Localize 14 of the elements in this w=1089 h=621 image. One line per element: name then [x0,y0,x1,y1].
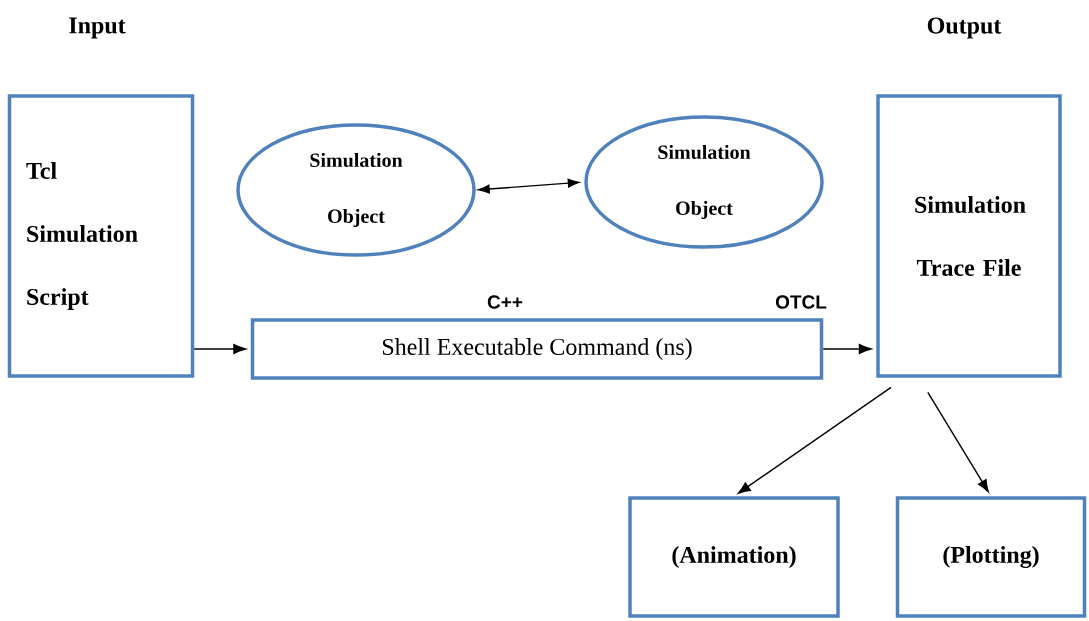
process-box: (Plotting) [895,496,1087,618]
arrow [737,386,892,494]
arrow [193,344,246,354]
arrow [927,391,989,493]
heading: Output [927,17,1002,39]
language-label: C++ [487,295,523,309]
heading: Input [69,17,126,39]
language-label: OTCL [775,295,827,309]
process-box: Shell Executable Command (ns) [250,318,824,380]
process-box: Tcl Simulation Script [7,94,195,378]
process-box: Simulation Trace File [876,94,1062,378]
process-box: (Animation) [628,496,840,618]
arrow [478,178,580,194]
arrow [822,344,872,354]
